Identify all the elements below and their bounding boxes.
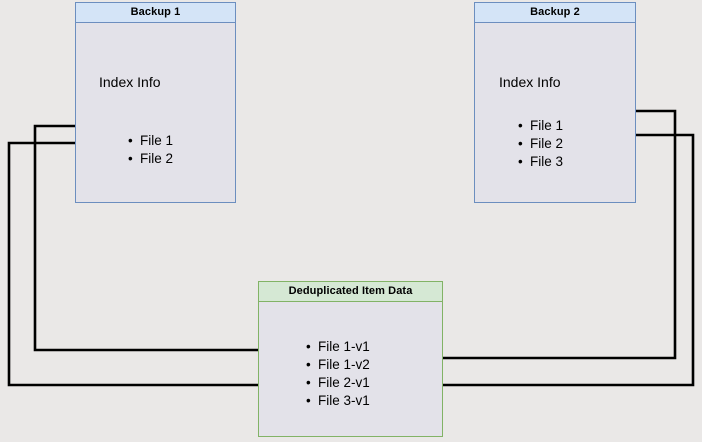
list-item-label: File 3-v1 [318,393,370,408]
list-item-label: File 1-v1 [318,339,370,354]
dedup-file-list: • File 1-v1 • File 1-v2 • File 2-v1 • File 3… [304,338,370,410]
list-item: • File 3-v1 [304,392,370,410]
list-item-label: File 1-v2 [318,357,370,372]
list-item-label: File 2-v1 [318,375,370,390]
list-item: • File 1-v1 [304,338,370,356]
node-deduplicated-item-data[interactable]: Deduplicated Item Data • File 1-v1 • File … [258,281,443,437]
bullet-icon: • [518,136,523,151]
backup-2-index-info-label: Index Info [499,74,561,90]
list-item-label: File 1 [530,118,564,133]
list-item-label: File 1 [140,133,174,148]
node-backup-2-title: Backup 2 [475,3,635,23]
list-item-label: File 3 [530,154,564,169]
node-backup-1-title: Backup 1 [76,3,235,23]
node-backup-1[interactable]: Backup 1 Index Info • File 1 • File 2 [75,2,236,203]
backup-2-file-list: • File 1 • File 2 • File 3 [516,117,563,171]
bullet-icon: • [306,393,311,408]
list-item: • File 1-v2 [304,356,370,374]
list-item-label: File 2 [140,151,174,166]
list-item: • File 2 [516,135,563,153]
bullet-icon: • [518,154,523,169]
list-item-label: File 2 [530,136,564,151]
node-backup-1-body: Index Info • File 1 • File 2 [76,23,235,202]
list-item: • File 1 [126,132,173,150]
node-backup-2-body: Index Info • File 1 • File 2 • File 3 [475,23,635,202]
list-item: • File 3 [516,153,563,171]
backup-1-index-info-label: Index Info [99,74,161,90]
bullet-icon: • [518,118,523,133]
list-item: • File 2 [126,150,173,168]
bullet-icon: • [306,357,311,372]
node-dedup-title: Deduplicated Item Data [259,282,442,302]
backup-1-file-list: • File 1 • File 2 [126,132,173,168]
bullet-icon: • [128,151,133,166]
list-item: • File 1 [516,117,563,135]
bullet-icon: • [306,375,311,390]
node-backup-2[interactable]: Backup 2 Index Info • File 1 • File 2 • Fil… [474,2,636,203]
bullet-icon: • [306,339,311,354]
list-item: • File 2-v1 [304,374,370,392]
node-dedup-body: • File 1-v1 • File 1-v2 • File 2-v1 • File 3… [259,302,442,436]
bullet-icon: • [128,133,133,148]
